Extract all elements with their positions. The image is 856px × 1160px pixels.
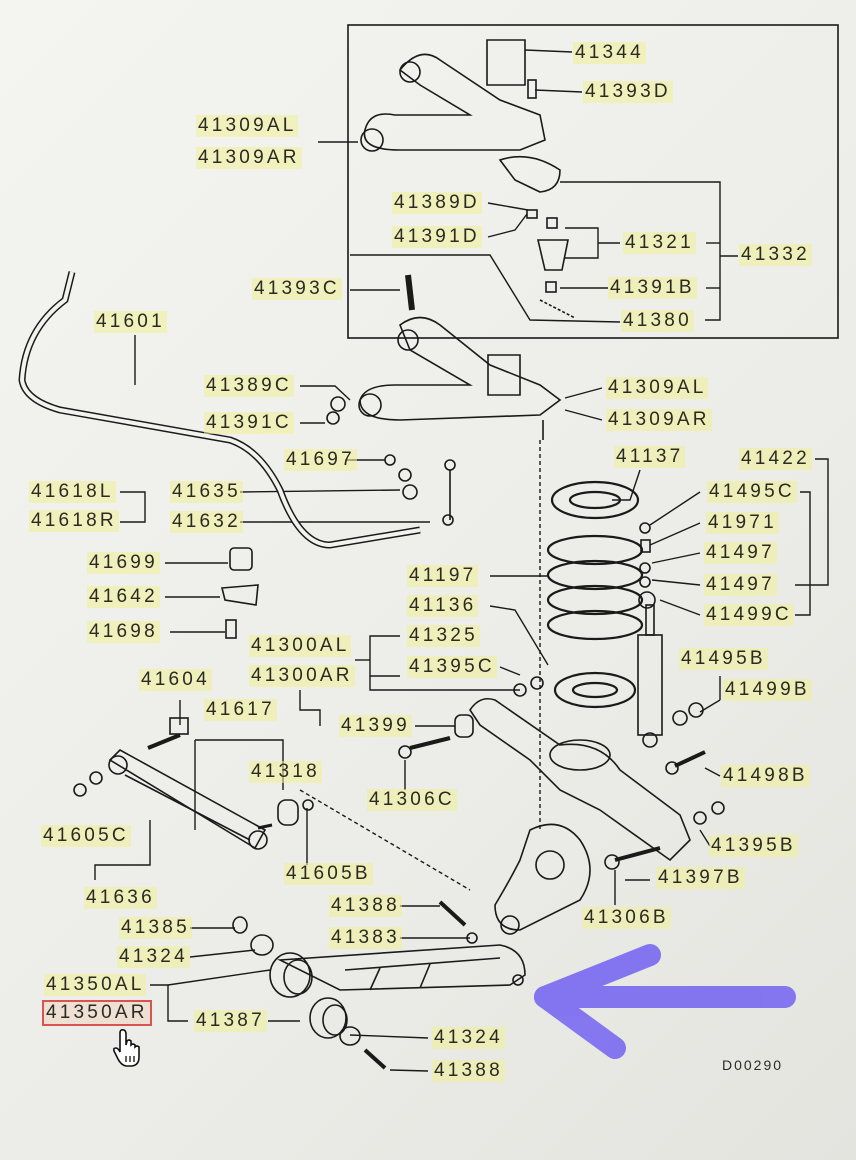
part-label-41325[interactable]: 41325	[407, 625, 480, 647]
part-label-41306B[interactable]: 41306B	[582, 907, 671, 929]
part-label-41395B[interactable]: 41395B	[709, 835, 798, 857]
part-label-41397B[interactable]: 41397B	[656, 867, 745, 889]
trailing-arm	[398, 676, 725, 935]
part-label-41306C[interactable]: 41306C	[367, 789, 457, 811]
part-label-41498B[interactable]: 41498B	[721, 765, 810, 787]
part-label-41388b[interactable]: 41388	[432, 1060, 505, 1082]
hand-pointer-cursor-icon	[112, 1029, 140, 1067]
part-label-41389C[interactable]: 41389C	[204, 375, 294, 397]
part-label-41971[interactable]: 41971	[706, 512, 779, 534]
coil-spring	[546, 480, 644, 709]
part-label-41605B[interactable]: 41605B	[284, 863, 373, 885]
part-label-41604[interactable]: 41604	[139, 669, 212, 691]
part-label-41635[interactable]: 41635	[170, 481, 243, 503]
part-label-41321[interactable]: 41321	[623, 232, 696, 254]
part-label-41395C[interactable]: 41395C	[407, 656, 497, 678]
part-label-41499C[interactable]: 41499C	[704, 604, 794, 626]
part-label-41495B[interactable]: 41495B	[679, 648, 768, 670]
part-label-41393C[interactable]: 41393C	[252, 278, 342, 300]
part-label-41393D[interactable]: 41393D	[583, 81, 673, 103]
part-label-41636[interactable]: 41636	[84, 887, 157, 909]
part-label-41387[interactable]: 41387	[194, 1010, 267, 1032]
part-label-41499B[interactable]: 41499B	[723, 679, 812, 701]
annotation-arrow	[534, 944, 796, 1059]
part-label-41698[interactable]: 41698	[87, 621, 160, 643]
upper-arm-inset	[360, 39, 576, 319]
part-label-41495C[interactable]: 41495C	[707, 481, 797, 503]
part-label-41350AL[interactable]: 41350AL	[44, 974, 147, 996]
part-label-41309AR_top[interactable]: 41309AR	[196, 147, 302, 169]
part-label-41388a[interactable]: 41388	[329, 895, 402, 917]
part-label-41601[interactable]: 41601	[94, 311, 167, 333]
part-label-41399[interactable]: 41399	[339, 715, 412, 737]
part-label-41309AL_mid[interactable]: 41309AL	[606, 377, 709, 399]
stabilizer-links	[220, 454, 456, 639]
part-label-41389D[interactable]: 41389D	[392, 192, 482, 214]
part-label-41699[interactable]: 41699	[87, 552, 160, 574]
part-label-41136[interactable]: 41136	[407, 595, 479, 617]
part-label-41309AL_top[interactable]: 41309AL	[196, 115, 299, 137]
part-label-41605C[interactable]: 41605C	[41, 825, 131, 847]
part-label-41380[interactable]: 41380	[621, 310, 694, 332]
lateral-rod	[73, 717, 314, 850]
leader-lines	[94, 49, 829, 1072]
upper-arm	[326, 274, 562, 440]
part-label-41385[interactable]: 41385	[119, 917, 192, 939]
part-label-41697[interactable]: 41697	[284, 449, 357, 471]
stabilizer-bar	[18, 271, 421, 549]
part-label-41300AR[interactable]: 41300AR	[249, 665, 355, 687]
part-label-41391D[interactable]: 41391D	[392, 226, 482, 248]
part-label-41391B[interactable]: 41391B	[608, 277, 697, 299]
part-label-41497a[interactable]: 41497	[704, 542, 777, 564]
part-label-41332[interactable]: 41332	[739, 244, 812, 266]
part-label-41383[interactable]: 41383	[329, 927, 402, 949]
part-label-41632[interactable]: 41632	[170, 511, 243, 533]
part-label-41324a[interactable]: 41324	[117, 946, 190, 968]
lower-control-arm	[232, 900, 526, 1070]
inset-frame	[347, 24, 839, 339]
part-label-41618L[interactable]: 41618L	[29, 481, 116, 503]
part-label-41422[interactable]: 41422	[739, 448, 812, 470]
part-label-41318[interactable]: 41318	[249, 761, 322, 783]
part-label-41344[interactable]: 41344	[573, 42, 646, 64]
part-label-41642[interactable]: 41642	[87, 586, 160, 608]
part-label-41618R[interactable]: 41618R	[29, 510, 119, 532]
part-label-41300AL[interactable]: 41300AL	[249, 635, 352, 657]
part-label-41350AR[interactable]: 41350AR	[42, 1000, 152, 1026]
part-label-41617[interactable]: 41617	[204, 699, 277, 721]
part-label-41324b[interactable]: 41324	[432, 1027, 505, 1049]
part-label-41197[interactable]: 41197	[407, 565, 479, 587]
part-label-41497b[interactable]: 41497	[704, 574, 777, 596]
part-label-41309AR_mid[interactable]: 41309AR	[606, 409, 712, 431]
part-label-41391C[interactable]: 41391C	[204, 412, 294, 434]
part-label-41137[interactable]: 41137	[614, 446, 686, 468]
diagram-code: D00290	[722, 1057, 784, 1073]
shock-absorber	[637, 522, 663, 748]
